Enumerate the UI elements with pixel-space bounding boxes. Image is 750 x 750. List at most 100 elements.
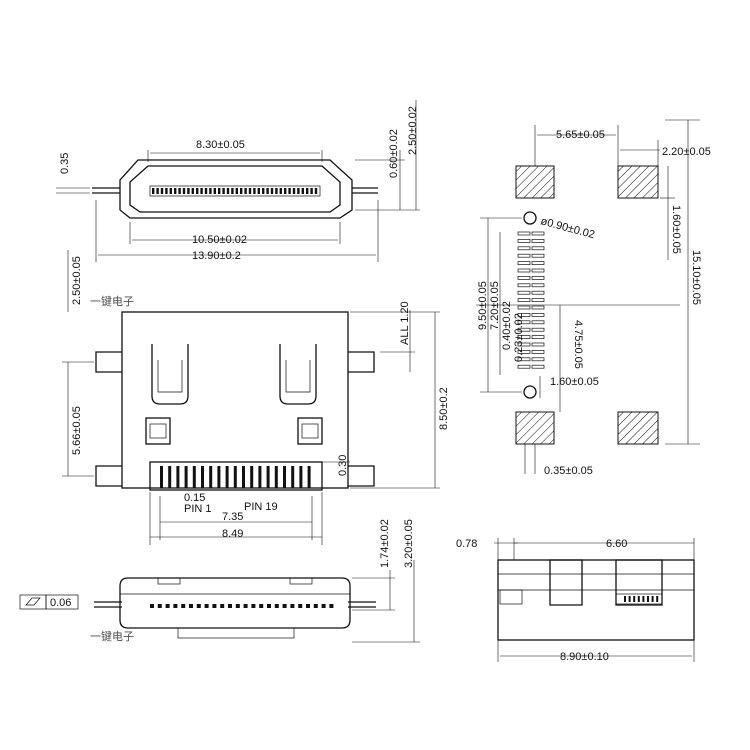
dim-front-offset: 2.50±0.05 [71,256,83,305]
dim-overall-width: 13.90±0.2 [192,250,241,262]
pcb-pad [531,283,545,288]
side-pin [157,604,162,608]
pcb-pad [517,350,531,354]
top-pin [160,466,163,488]
side-pin [259,604,264,608]
front-contact [165,188,168,194]
side-pin [298,604,303,608]
dim-left-offset: 0.78 [456,538,477,550]
side-pin [204,604,209,608]
front-contact [262,188,265,194]
dim-pad-width: 2.20±0.05 [662,146,711,158]
label-pin-first: PIN 1 [184,503,212,515]
pcb-layout: 5.65±0.05 2.20±0.05 1.60±0.05 15.10±0.05… [476,119,711,477]
side-pin [212,604,217,608]
dim-pin-outer-span: 8.49 [222,528,243,540]
pcb-pad [517,298,531,302]
front-contact [240,188,243,194]
pcb-pad [517,268,531,273]
pcb-pad [531,253,545,258]
pcb-pad [517,283,531,288]
front-contact [301,188,304,194]
front-contact [174,188,177,194]
front-contact [209,188,212,194]
top-pin [283,466,286,488]
br-pin [637,596,640,602]
top-pin [242,466,245,488]
side-pin [329,604,334,608]
pcb-pad [531,290,545,295]
front-contact [266,188,269,194]
side-view: 0.06 1.74±0.02 3.20±0.05 [19,519,420,643]
dim-overall-height: 2.50±0.02 [407,106,419,155]
side-pin [321,604,326,608]
pcb-pad [531,357,545,362]
side-pin [306,604,310,608]
side-pin [165,604,170,608]
side-pin [243,604,248,608]
front-contact [226,188,230,194]
side-pin [228,604,232,608]
front-contact [253,188,256,194]
dim-pin-gap: 0.30 [337,455,349,476]
top-pin [192,466,196,488]
dim-inner-width: 10.50±0.02 [192,234,247,246]
pcb-pad [531,298,545,302]
front-contact [297,188,300,194]
side-pins [150,604,334,608]
front-contact [156,188,159,194]
front-contact [222,188,225,194]
pcb-pad [531,239,545,243]
dim-total-height: 3.20±0.05 [403,519,415,568]
front-contact [288,188,291,194]
dim-a: 9.50±0.05 [477,281,489,330]
top-pin [307,466,311,488]
front-contact [284,188,287,194]
pcb-pad [517,342,531,347]
dim-pad-spacing: 5.65±0.05 [556,129,605,141]
front-contact [204,188,208,194]
pcb-pad [517,231,531,236]
side-pin [313,604,318,608]
top-pin [225,466,229,488]
pcb-pad [531,335,545,339]
side-pin [189,604,193,608]
pcb-pad [517,357,531,362]
pcb-pad [517,305,531,310]
br-pin [624,596,626,602]
side-pin [181,604,186,608]
dim-overall-br: 8.90±0.10 [560,651,609,663]
top-pin [266,466,270,488]
top-pin [258,466,262,488]
pcb-pad [517,290,531,295]
front-contact [196,188,199,194]
dim-body-height: 1.74±0.02 [379,519,391,568]
dim-overall-length-pcb: 15.10±0.05 [690,250,702,305]
side-pin [173,604,178,608]
front-contact [231,188,234,194]
side-pin [235,604,240,608]
dim-pad-height: 1.60±0.05 [670,205,682,254]
front-contact [270,188,274,194]
dim-tab-height: ALL 1.20 [399,301,411,345]
top-pin [209,466,213,488]
top-pin [184,466,188,488]
pcb-pad [531,350,545,354]
pcb-pad [517,253,531,258]
front-view: 8.30±0.05 10.50±0.02 13.90±0.2 0.35 0.60… [56,100,420,262]
front-contact [191,188,194,194]
front-contact [275,188,278,194]
front-contact [279,188,282,194]
front-contact [178,188,181,194]
side-pin [282,604,287,608]
pcb-pad [531,327,545,332]
pcb-pad [531,320,545,325]
br-pin [642,596,645,602]
pcb-pad [517,364,531,369]
br-pin [647,596,649,602]
pcb-pad [531,246,545,251]
dim-flatness: 0.06 [50,597,71,609]
top-pin [250,466,254,488]
bottom-right-pins [624,596,659,602]
